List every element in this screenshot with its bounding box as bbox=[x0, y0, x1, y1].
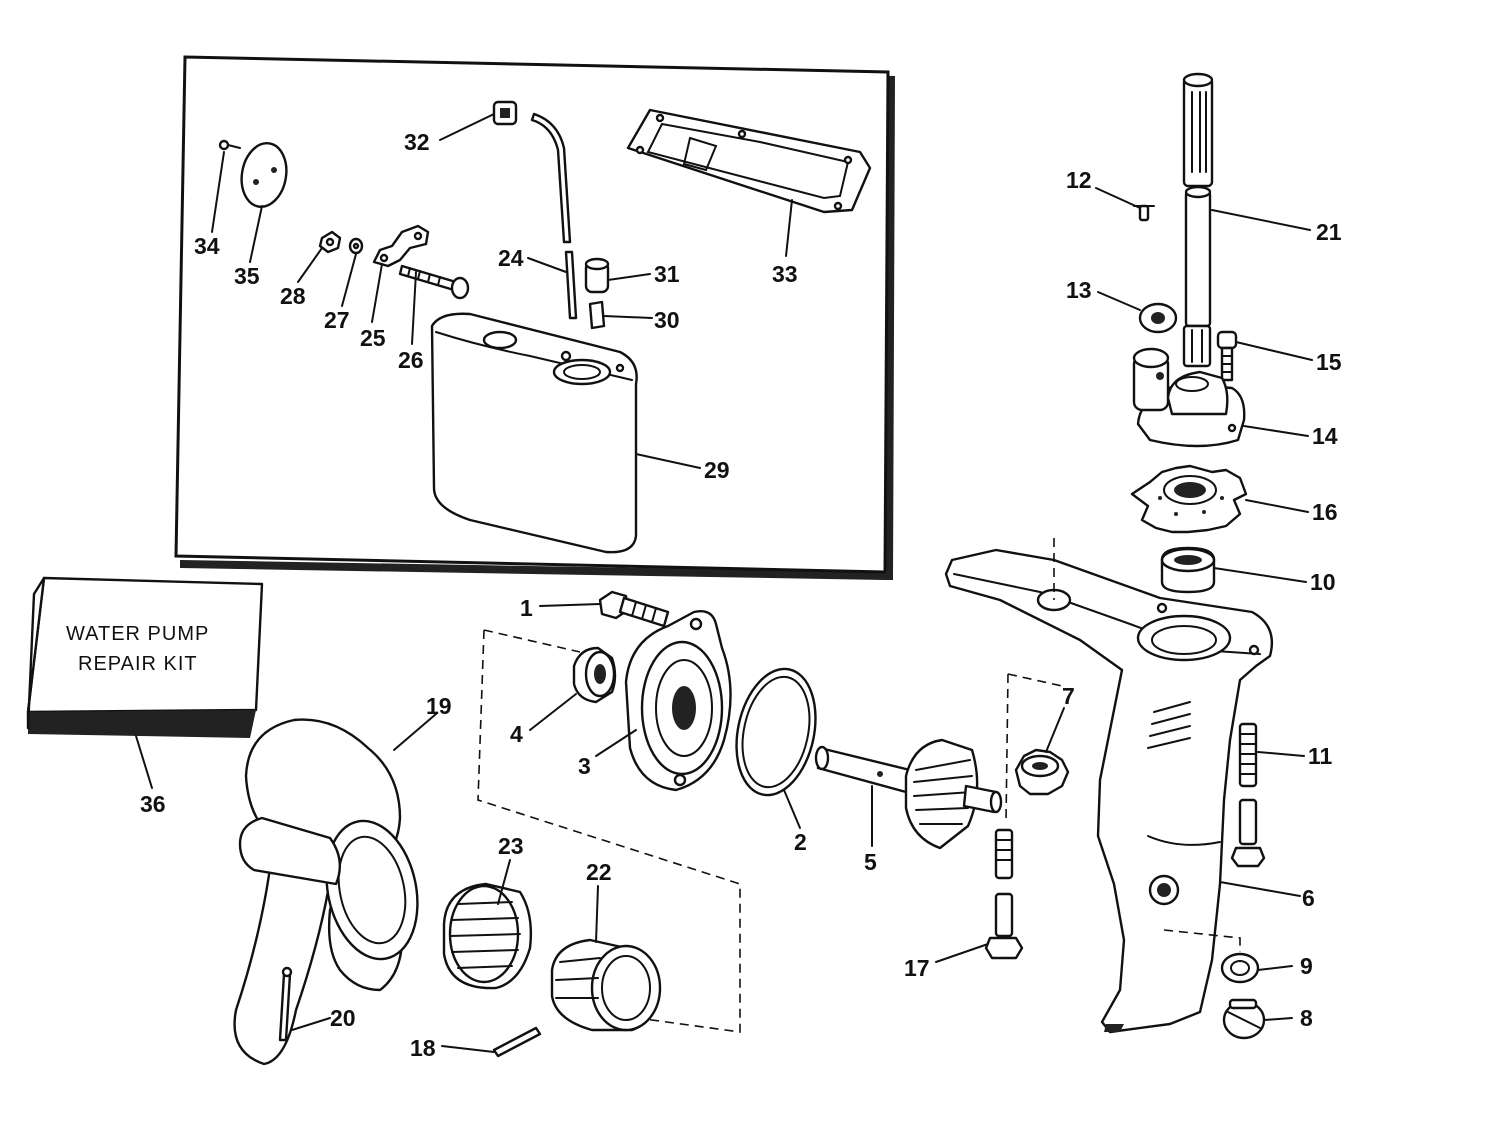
part-18-shear-pin bbox=[492, 1026, 542, 1058]
callout-3: 3 bbox=[578, 753, 591, 779]
part-5-propeller-shaft bbox=[814, 738, 1003, 850]
part-20-cotter-pin bbox=[278, 966, 293, 1042]
part-11-screws bbox=[1230, 722, 1266, 868]
callout-31: 31 bbox=[654, 261, 680, 287]
callout-22: 22 bbox=[586, 859, 612, 885]
callout-29: 29 bbox=[704, 457, 730, 483]
callout-7: 7 bbox=[1062, 683, 1075, 709]
part-26-bolt bbox=[398, 264, 470, 300]
part-27-washer bbox=[348, 237, 364, 255]
part-8-plug bbox=[1222, 998, 1266, 1040]
callout-20: 20 bbox=[330, 1005, 356, 1031]
callout-24: 24 bbox=[498, 245, 524, 271]
callout-26: 26 bbox=[398, 347, 424, 373]
callout-4: 4 bbox=[510, 721, 523, 747]
callout-21: 21 bbox=[1316, 219, 1342, 245]
callout-6: 6 bbox=[1302, 885, 1315, 911]
callout-13: 13 bbox=[1066, 277, 1092, 303]
callout-23: 23 bbox=[498, 833, 524, 859]
callout-28: 28 bbox=[280, 283, 306, 309]
dashed-box-carrier bbox=[477, 629, 741, 1033]
part-29-exhaust-housing bbox=[430, 312, 638, 554]
part-7-pinion-gear bbox=[1014, 748, 1070, 796]
callout-19: 19 bbox=[426, 693, 452, 719]
part-22-prop-hub bbox=[550, 938, 662, 1032]
callout-2: 2 bbox=[794, 829, 807, 855]
part-1-bolt bbox=[598, 590, 670, 628]
callout-33: 33 bbox=[772, 261, 798, 287]
callout-14: 14 bbox=[1312, 423, 1338, 449]
callout-34: 34 bbox=[194, 233, 220, 259]
kit-label-line1: WATER PUMP bbox=[66, 623, 209, 645]
callout-15: 15 bbox=[1316, 349, 1342, 375]
part-16-impeller bbox=[1130, 464, 1248, 534]
part-21-drive-shaft bbox=[1182, 72, 1214, 368]
part-28-nut bbox=[318, 230, 342, 254]
callout-27: 27 bbox=[324, 307, 350, 333]
part-19-propeller bbox=[233, 718, 419, 1066]
callout-11: 11 bbox=[1308, 743, 1333, 769]
part-2-o-ring bbox=[735, 667, 817, 797]
part-13-bushing bbox=[1138, 302, 1178, 334]
kit-label-line2: REPAIR KIT bbox=[78, 653, 198, 675]
part-6-gearcase bbox=[944, 548, 1274, 1034]
part-31-sleeve bbox=[584, 257, 610, 294]
part-10-liner bbox=[1160, 546, 1216, 594]
callout-numbers: 1 2 3 4 5 6 7 8 9 10 11 12 13 14 15 16 1… bbox=[140, 129, 1342, 1061]
callout-32: 32 bbox=[404, 129, 430, 155]
part-33-gasket bbox=[626, 108, 872, 214]
part-15-screw bbox=[1216, 330, 1238, 382]
callout-5: 5 bbox=[864, 849, 877, 875]
part-12-pin bbox=[1133, 204, 1155, 222]
callout-25: 25 bbox=[360, 325, 386, 351]
dashed-leader-plug bbox=[1163, 929, 1241, 952]
part-4-bearing bbox=[572, 646, 617, 704]
part-17-screws bbox=[984, 828, 1024, 960]
part-36-repair-kit-box: WATER PUMP REPAIR KIT bbox=[26, 576, 264, 738]
part-35-cover-plate bbox=[240, 142, 288, 208]
callout-36: 36 bbox=[140, 791, 166, 817]
leader-lines bbox=[135, 113, 1313, 1053]
part-32-grommet bbox=[492, 100, 518, 126]
part-3-bearing-carrier bbox=[624, 610, 732, 792]
part-24-rod bbox=[530, 112, 578, 320]
inset-panel bbox=[174, 55, 895, 580]
callout-8: 8 bbox=[1300, 1005, 1313, 1031]
part-30-grommet bbox=[588, 300, 606, 330]
callout-1: 1 bbox=[520, 595, 533, 621]
part-25-bracket bbox=[372, 224, 430, 268]
part-23-thrust-hub bbox=[442, 882, 533, 990]
callout-12: 12 bbox=[1066, 167, 1092, 193]
part-14-pump-housing bbox=[1132, 347, 1246, 448]
part-9-washer bbox=[1220, 952, 1260, 984]
callout-18: 18 bbox=[410, 1035, 436, 1061]
callout-16: 16 bbox=[1312, 499, 1338, 525]
callout-17: 17 bbox=[904, 955, 930, 981]
dashed-leader-pinion bbox=[1005, 673, 1063, 823]
callout-30: 30 bbox=[654, 307, 680, 333]
callout-9: 9 bbox=[1300, 953, 1313, 979]
callout-10: 10 bbox=[1310, 569, 1336, 595]
callout-35: 35 bbox=[234, 263, 260, 289]
part-34-screw bbox=[218, 139, 241, 151]
